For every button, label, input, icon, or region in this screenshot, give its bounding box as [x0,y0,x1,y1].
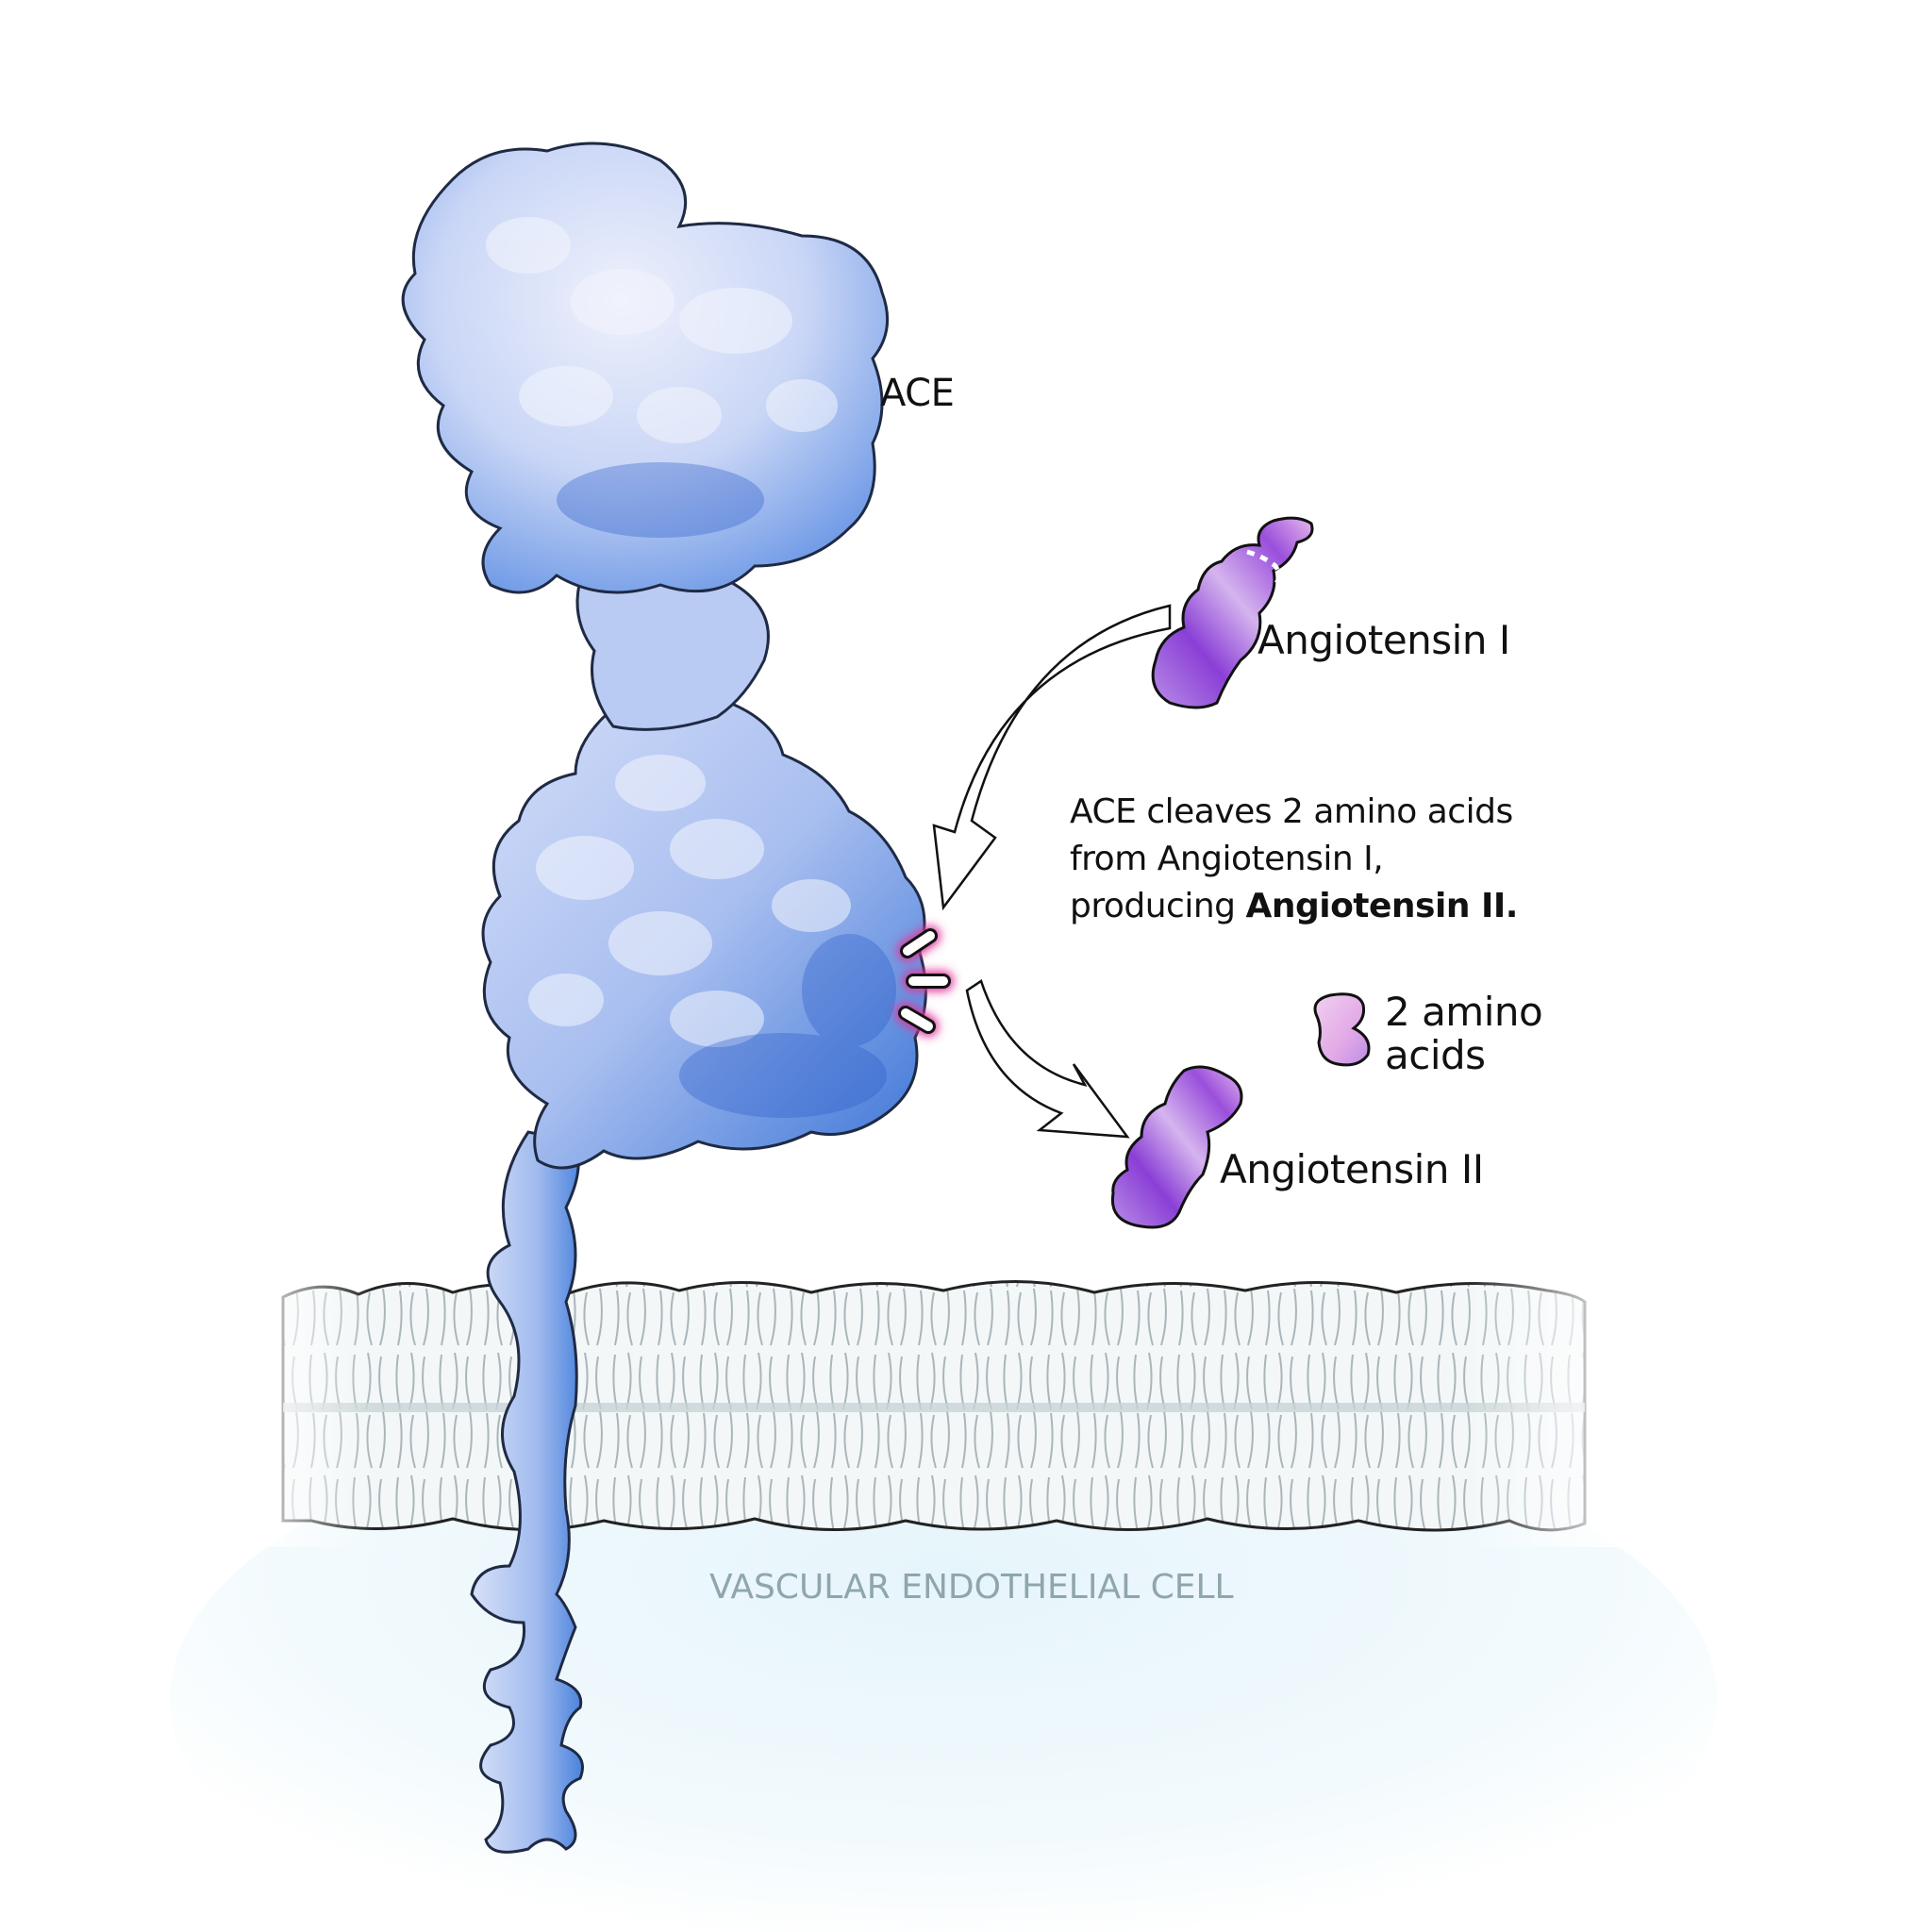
ace-label: ACE [880,372,955,415]
lipid-bilayer-icon [236,1264,1632,1547]
caption-line-3-bold: Angiotensin II. [1245,887,1518,925]
cell-label: VASCULAR ENDOTHELIAL CELL [709,1568,1234,1607]
caption-line-3: producing Angiotensin II. [1070,883,1518,930]
angiotensin-2-label: Angiotensin II [1220,1146,1484,1192]
angiotensin-1-label: Angiotensin I [1257,617,1510,663]
caption-line-3-prefix: producing [1070,887,1246,925]
curved-arrow-out-icon [965,979,1130,1139]
cleavage-caption: ACE cleaves 2 amino acids from Angiotens… [1070,789,1518,930]
angiotensin-2-molecule-icon [1110,1065,1243,1229]
amino-acid-fragment-icon [1313,992,1371,1067]
caption-line-2: from Angiotensin I, [1070,840,1384,878]
cleavage-site-icon [895,925,954,1037]
amino-acids-line-2: acids [1385,1032,1486,1078]
caption-line-1: ACE cleaves 2 amino acids [1070,792,1513,831]
amino-acids-line-1: 2 amino [1385,989,1543,1035]
angiotensin-1-molecule-icon [1151,516,1314,709]
curved-arrow-in-icon [932,604,1172,911]
ace-protein-icon [401,142,927,1854]
amino-acids-label: 2 amino acids [1385,991,1574,1077]
